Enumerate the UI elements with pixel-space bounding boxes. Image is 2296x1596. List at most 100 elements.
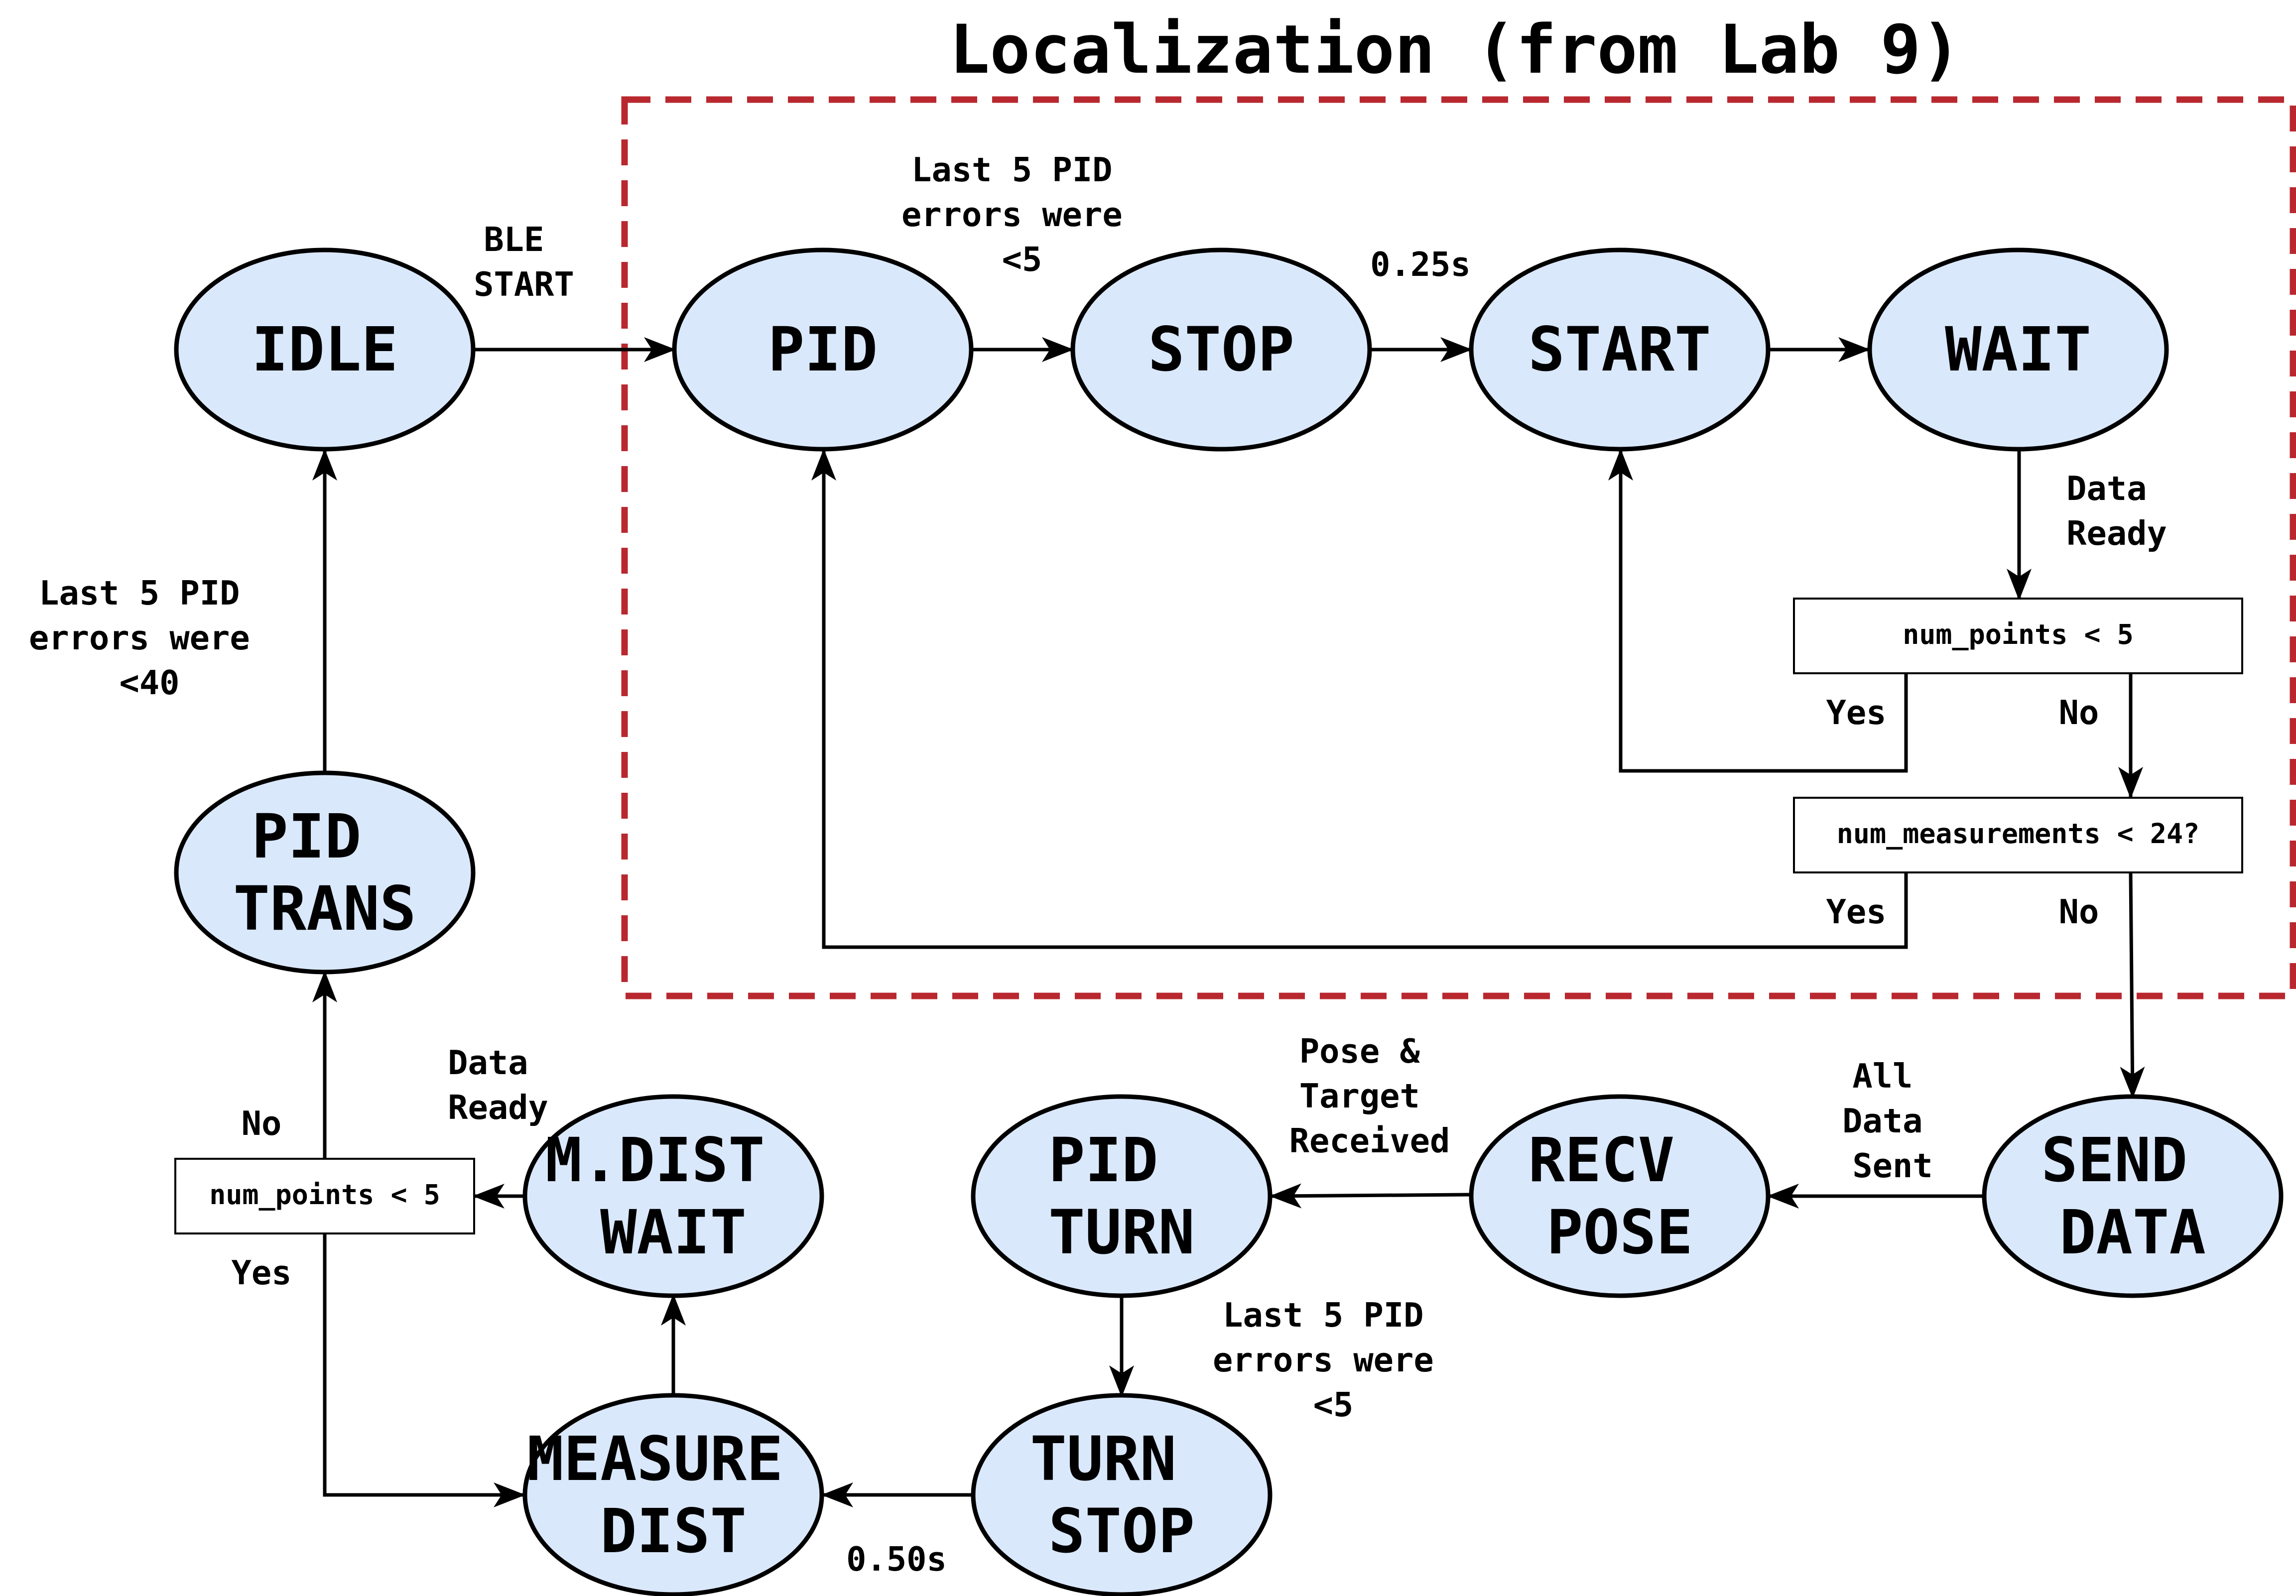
state-idle-label: IDLE: [252, 314, 398, 385]
label-ble-start: BLE: [484, 220, 544, 259]
state-pid-trans-label: PID: [252, 801, 361, 872]
svg-text:IDLE: IDLE: [252, 314, 398, 385]
label-pid-errors-40: <40: [119, 663, 179, 702]
edge-labels: BLE START Last 5 PID errors were <5 0.25…: [29, 150, 2167, 1579]
state-idle[interactable]: IDLE: [174, 247, 476, 452]
state-start-label: START: [1528, 314, 1711, 385]
edge-recv-pose-to-pid-turn: [1270, 1183, 1471, 1209]
state-pid-turn-label: PID: [1048, 1125, 1158, 1196]
label-pose-target: Received: [1289, 1121, 1450, 1160]
state-stop-label: STOP: [1148, 314, 1294, 385]
svg-text:STOP: STOP: [1148, 314, 1294, 385]
state-pid-trans-label: TRANS: [233, 873, 416, 944]
label-pid-errors-5-top: errors were: [901, 195, 1123, 234]
condition-num-measurements-label: num_measurements < 24?: [1837, 818, 2199, 850]
state-send-data-label: DATA: [2059, 1197, 2206, 1268]
state-wait[interactable]: WAIT: [1867, 247, 2169, 452]
label-ble-start: START: [474, 265, 574, 304]
label-all-data-sent: Data: [1842, 1102, 1922, 1140]
diagram-title: Localization (from Lab 9): [949, 10, 1961, 89]
svg-text:PID TRANS: PID TRANS: [233, 801, 416, 944]
svg-text:Last 5 PID errors were: Last 5 PID errors were <5: [901, 150, 1143, 279]
state-pid-turn[interactable]: PID TURN: [971, 1094, 1273, 1298]
label-pid-errors-5-top: Last 5 PID: [911, 150, 1112, 189]
svg-text:Last 5 PID errors were: Last 5 PID errors were <5: [1213, 1296, 1454, 1424]
svg-text:All Data Sent: All Data Sent: [1842, 1057, 1943, 1185]
label-data-ready-top: Ready: [2066, 514, 2167, 553]
label-data-ready-left: Data: [448, 1043, 528, 1082]
svg-text:Pose & Target Rece: Pose & Target Received: [1289, 1032, 1450, 1160]
state-pid-turn-label: TURN: [1048, 1197, 1195, 1268]
label-delay-025: 0.25s: [1370, 245, 1471, 284]
label-data-ready-left: Ready: [448, 1088, 548, 1127]
label-pose-target: Pose &: [1299, 1032, 1420, 1071]
state-recv-pose[interactable]: RECV POSE: [1469, 1094, 1771, 1298]
state-turn-stop[interactable]: TURN STOP: [971, 1393, 1273, 1596]
svg-text:SEND DATA: SEND DATA: [2041, 1125, 2224, 1268]
label-pid-errors-5-top: <5: [1002, 240, 1042, 279]
label-pid-errors-5-bottom: Last 5 PID: [1223, 1296, 1423, 1335]
svg-text:Data Ready: Data Ready: [2066, 469, 2167, 553]
svg-text:Last 5 PID errors were: Last 5 PID errors were <40: [29, 574, 270, 702]
label-delay-050: 0.50s: [846, 1540, 947, 1579]
conditions: num_points < 5 num_measurements < 24? nu…: [174, 598, 2243, 1234]
svg-text:BLE START: BLE START: [474, 220, 574, 304]
state-recv-pose-label: POSE: [1546, 1197, 1693, 1268]
label-pid-errors-40: Last 5 PID: [39, 574, 240, 613]
label-no-measurements: No: [2059, 892, 2099, 931]
label-pid-errors-5-bottom: errors were: [1213, 1341, 1434, 1379]
edge-points-yes-to-measure-dist: [323, 1233, 525, 1507]
edges: [312, 337, 2145, 1507]
state-turn-stop-label: STOP: [1048, 1496, 1195, 1567]
state-mdist-wait-label: WAIT: [600, 1197, 747, 1268]
state-stop[interactable]: STOP: [1070, 247, 1372, 452]
edge-measurements-no-to-send-data: [2120, 872, 2145, 1099]
svg-text:PID TURN: PID TURN: [1048, 1125, 1195, 1268]
svg-text:START: START: [1528, 314, 1711, 385]
state-measure-dist[interactable]: MEASURE DIST: [522, 1393, 824, 1596]
label-all-data-sent: All: [1852, 1057, 1913, 1096]
condition-num-points-top-label: num_points < 5: [1903, 618, 2134, 650]
state-send-data[interactable]: SEND DATA: [1982, 1094, 2284, 1298]
state-send-data-label: SEND: [2041, 1125, 2187, 1196]
state-recv-pose-label: RECV: [1528, 1125, 1674, 1196]
svg-text:No: No: [2059, 693, 2099, 732]
label-pid-errors-40: errors were: [29, 618, 250, 657]
label-data-ready-top: Data: [2066, 469, 2147, 508]
svg-text:Yes: Yes: [1826, 693, 1886, 732]
state-measure-dist-label: DIST: [600, 1496, 747, 1567]
edge-measurements-yes-to-pid: [811, 449, 1908, 949]
label-yes-measurements: Yes: [1826, 892, 1886, 931]
svg-text:0.50s: 0.50s: [846, 1540, 947, 1579]
state-pid[interactable]: PID: [672, 247, 974, 452]
condition-num-points-left[interactable]: num_points < 5: [174, 1158, 475, 1234]
svg-text:PID: PID: [768, 314, 878, 385]
svg-text:MEASURE DIST: MEASURE DIST: [527, 1424, 820, 1567]
label-pid-errors-5-bottom: <5: [1313, 1385, 1354, 1424]
label-no-points-top: No: [2059, 693, 2099, 732]
svg-text:RECV POSE: RECV POSE: [1528, 1125, 1711, 1268]
label-yes-left: Yes: [231, 1253, 291, 1292]
state-start[interactable]: START: [1469, 247, 1771, 452]
svg-text:0.25s: 0.25s: [1370, 245, 1471, 284]
state-pid-trans[interactable]: PID TRANS: [174, 770, 476, 975]
svg-text:M.DIST WAIT: M.DIST WAIT: [545, 1125, 801, 1268]
state-pid-label: PID: [768, 314, 878, 385]
svg-text:TURN STOP: TURN STOP: [1030, 1424, 1213, 1567]
svg-text:Yes: Yes: [231, 1253, 291, 1292]
svg-text:WAIT: WAIT: [1945, 314, 2091, 385]
localization-region: [621, 96, 2296, 999]
label-yes-points-top: Yes: [1826, 693, 1886, 732]
condition-num-points-top[interactable]: num_points < 5: [1793, 598, 2243, 674]
svg-text:Yes: Yes: [1826, 892, 1886, 931]
condition-num-points-left-label: num_points < 5: [209, 1179, 440, 1211]
edge-points-yes-to-start: [1608, 449, 1908, 773]
label-all-data-sent: Sent: [1852, 1146, 1932, 1185]
state-measure-dist-label: MEASURE: [527, 1424, 783, 1494]
label-no-left: No: [242, 1104, 282, 1143]
condition-num-measurements[interactable]: num_measurements < 24?: [1793, 797, 2243, 873]
states: IDLE PID STOP START WAIT: [174, 247, 2284, 1596]
state-mdist-wait[interactable]: M.DIST WAIT: [522, 1094, 824, 1298]
state-turn-stop-label: TURN: [1030, 1424, 1176, 1494]
